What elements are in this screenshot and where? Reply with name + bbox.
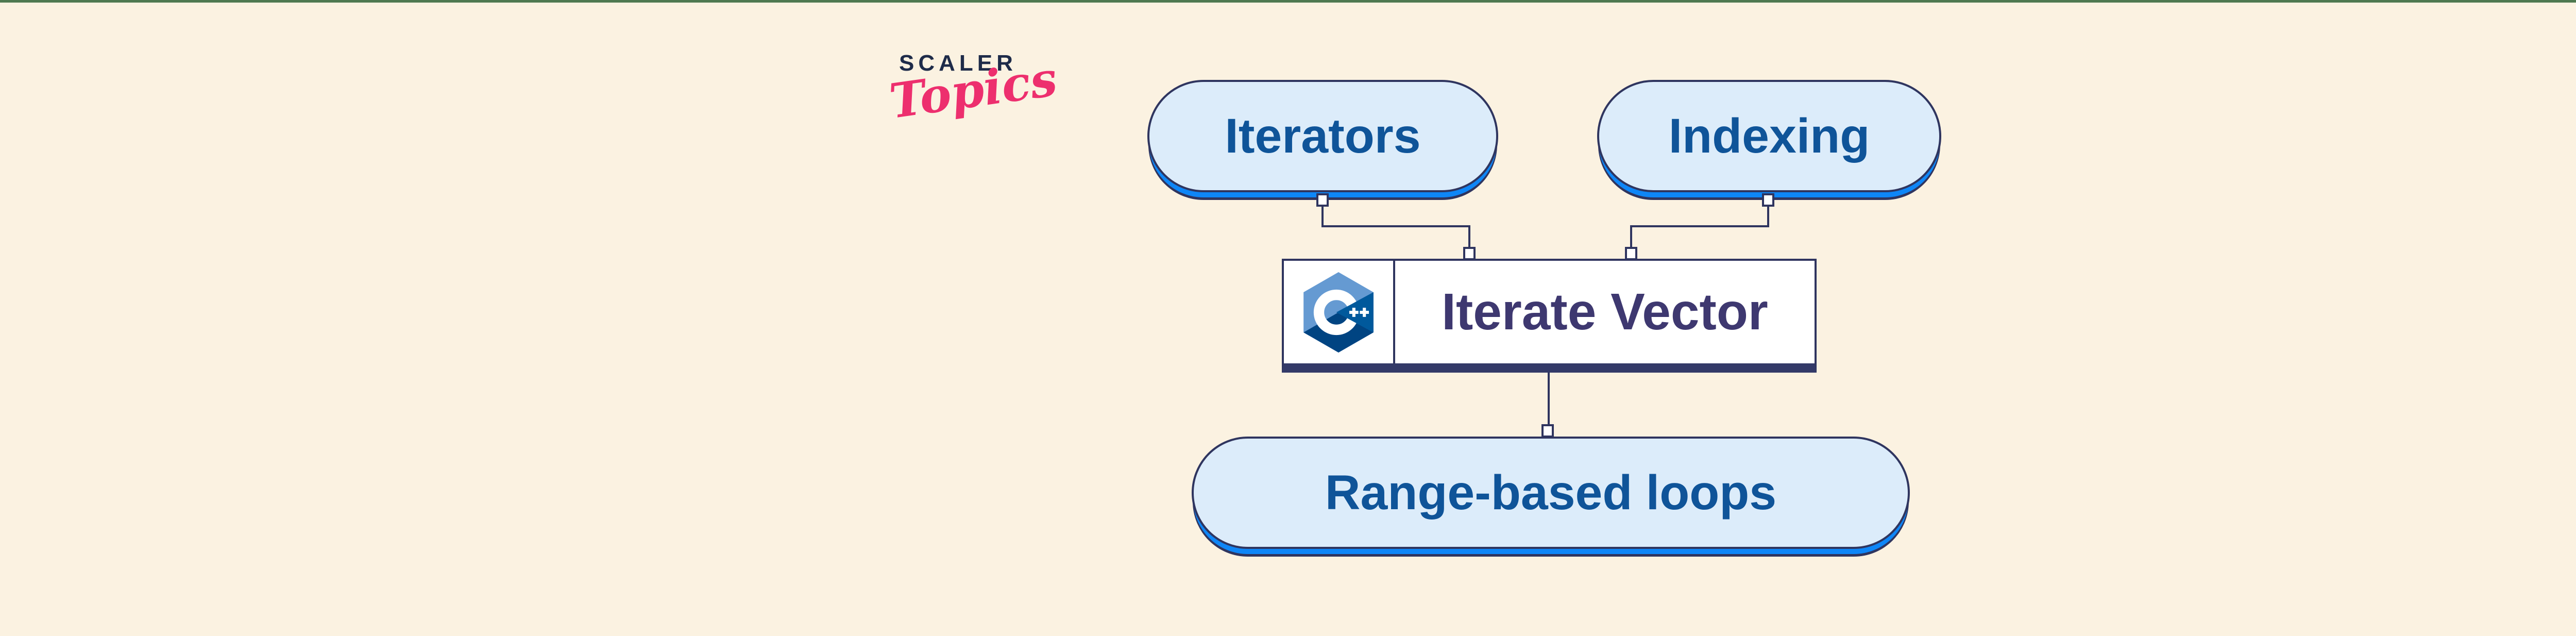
cpp-logo-icon: [1303, 272, 1374, 353]
node-iterators: Iterators: [1147, 80, 1498, 192]
connector-line-indexing-down: [1767, 206, 1769, 227]
node-iterators-label: Iterators: [1225, 108, 1421, 163]
connector-line-iterators-into-box: [1468, 225, 1470, 248]
connector-line-box-to-range: [1548, 369, 1550, 427]
connector-joint-box-left: [1463, 247, 1476, 260]
connector-joint-indexing: [1762, 193, 1774, 207]
connector-joint-box-right: [1625, 247, 1637, 260]
node-range-based-loops-label: Range-based loops: [1325, 465, 1777, 520]
node-iterate-vector-label: Iterate Vector: [1442, 283, 1768, 341]
connector-line-iterators-across: [1321, 225, 1470, 227]
connector-line-indexing-into-box: [1630, 225, 1632, 248]
iterate-vector-text-cell: Iterate Vector: [1395, 261, 1815, 363]
connector-joint-iterators: [1316, 193, 1329, 207]
connector-line-iterators-down: [1321, 206, 1324, 227]
node-indexing: Indexing: [1597, 80, 1941, 192]
node-indexing-label: Indexing: [1668, 108, 1870, 163]
logo-brand-text: SCALER: [899, 51, 1017, 76]
node-iterate-vector: Iterate Vector: [1282, 259, 1817, 373]
connector-joint-range: [1541, 424, 1554, 438]
node-range-based-loops: Range-based loops: [1192, 437, 1910, 549]
cpp-logo-cell: [1284, 261, 1395, 363]
connector-line-indexing-across: [1630, 225, 1769, 227]
top-accent-bar: [0, 0, 2576, 3]
